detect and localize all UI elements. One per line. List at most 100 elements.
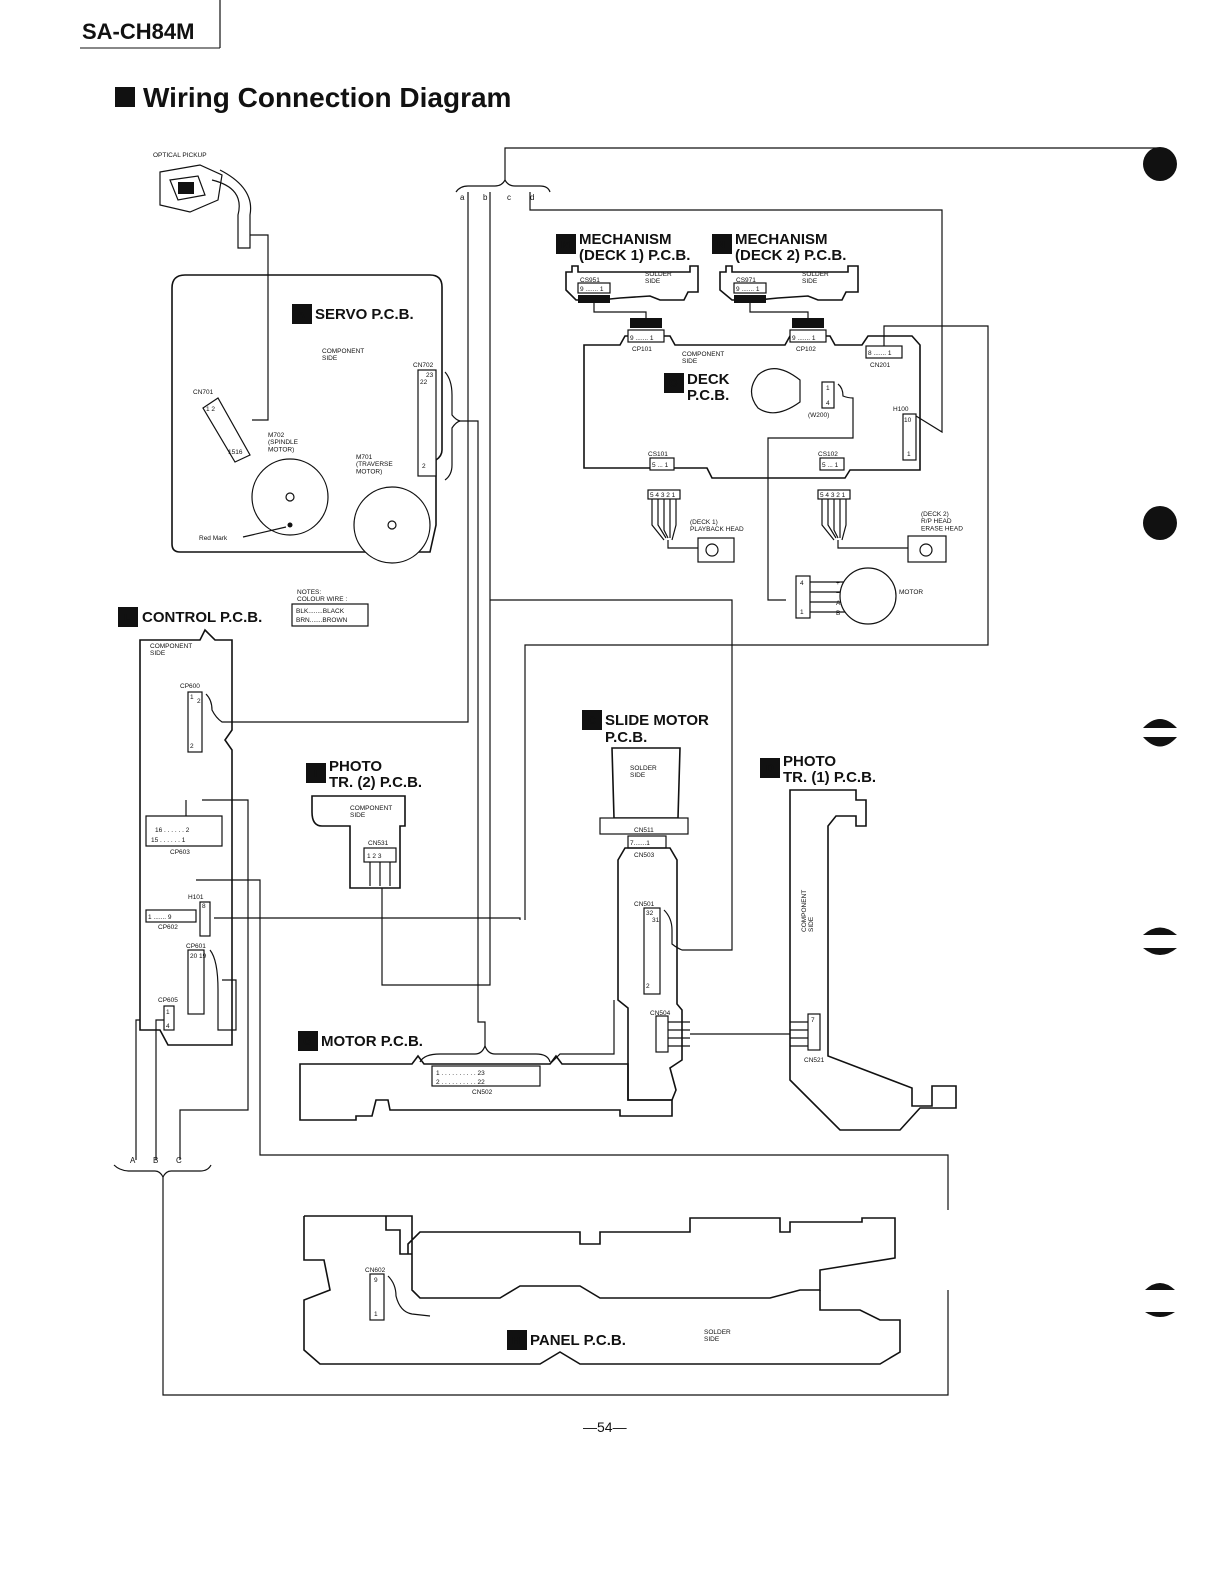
bundle-label-d: d	[530, 193, 534, 202]
deck-cp102	[789, 329, 827, 343]
deck-head2-wires	[821, 499, 847, 541]
deck-cable-mech1	[593, 303, 647, 318]
deck-cn201-pins: 8 ....... 1	[868, 350, 892, 357]
motor-pcb: G MOTOR P.C.B. 1 . . . . . . . . . . 23 …	[298, 600, 673, 1121]
control-cp602	[145, 909, 197, 923]
slide-motor-outline	[617, 847, 683, 1101]
deck-head1-lead	[667, 540, 700, 549]
deck-pcb-name2: P.C.B.	[687, 387, 729, 404]
deck-cn201-label: CN201	[870, 362, 891, 369]
optical-pickup-cable	[250, 234, 269, 421]
deck-motor	[839, 567, 897, 625]
deck-h100	[902, 413, 917, 461]
deck-motor-wire-minus: −	[836, 590, 840, 597]
slide-motor-cn504-leads	[668, 1021, 690, 1047]
mech-deck1-conn	[577, 282, 611, 294]
optical-pickup-flex	[211, 169, 252, 249]
mech-deck2-conn	[733, 282, 767, 294]
deck-cs101-pins: 5 ... 1	[652, 462, 669, 469]
servo-red-mark-arrow	[242, 526, 287, 538]
mech-deck2-conn-body	[734, 295, 766, 303]
deck-pcb-name1: DECK	[687, 371, 730, 388]
deck-w200-pin-bottom: 4	[826, 400, 830, 407]
photo-tr1-side: COMPONENTSIDE	[801, 890, 815, 932]
mech-deck2-conn-pins: 9 ....... 1	[736, 286, 760, 293]
slide-motor-cn511-label: CN511	[634, 827, 654, 834]
slide-motor-top-block	[611, 747, 681, 819]
bundle-brace-top	[455, 178, 551, 193]
deck-motor-wire-a: A	[836, 600, 841, 607]
notes-line-1: BLK........BLACK	[296, 608, 345, 615]
page-header: SA-CH84M Wiring Connection Diagram	[80, 0, 511, 113]
deck-cs102-label: CS102	[818, 451, 838, 458]
photo-tr1-pcb: D PHOTO TR. (1) P.C.B. COMPONENTSIDE 7 C…	[760, 753, 957, 1131]
deck-cs102-pins: 5 ... 1	[822, 462, 839, 469]
control-cp605-pin-top: 1	[166, 1009, 170, 1016]
mech-deck2-pcb: N MECHANISM (DECK 2) P.C.B. CS971 9 ....…	[712, 231, 859, 303]
slide-motor-cn503-label: CN503	[634, 852, 655, 859]
bundle-label-C: C	[176, 1156, 182, 1165]
servo-cn702-pin-top: 23	[426, 372, 434, 379]
control-left-cable	[135, 1019, 140, 1160]
motor-pcb-brace	[419, 1044, 551, 1063]
deck-motor-wire-plus: +	[836, 580, 840, 587]
control-cp600-pin-top: 1	[190, 694, 194, 701]
deck-w200-brace	[767, 383, 854, 601]
deck-cp101-pins: 9 ....... 1	[630, 335, 654, 342]
servo-cn702-cable	[460, 420, 479, 600]
slide-motor-name1: SLIDE MOTOR	[605, 712, 709, 729]
panel-pcb-tag-letter: H	[512, 1335, 520, 1347]
deck-head2-icon	[919, 543, 933, 557]
photo-tr2-cable	[381, 192, 491, 986]
panel-pcb-cn602-pin-top: 9	[374, 1277, 378, 1284]
notes-box	[291, 603, 369, 627]
slide-motor-cn504-label: CN504	[650, 1010, 671, 1017]
bundle-label-c: c	[507, 193, 511, 202]
photo-tr2-name1: PHOTO	[329, 758, 382, 775]
control-cp600-pin-top2: 2	[197, 698, 201, 705]
slide-motor-cn501-pin-bottom: 2	[646, 983, 650, 990]
panel-pcb-name: PANEL P.C.B.	[530, 1332, 626, 1349]
servo-cn702-pin-bottom: 2	[422, 463, 426, 470]
control-cp600-pin-bottom: 2	[190, 743, 194, 750]
deck-w200	[821, 381, 835, 409]
servo-pcb-name: SERVO P.C.B.	[315, 306, 414, 323]
deck-cs101	[649, 457, 675, 471]
deck-pcb-tag-letter: O	[669, 378, 678, 390]
deck-head1-label: (DECK 1)PLAYBACK HEAD	[690, 519, 744, 533]
bundle-brace-bottom	[113, 1164, 212, 1179]
deck-cp101-label: CP101	[632, 346, 652, 353]
optical-pickup-lens	[169, 175, 206, 201]
deck-h100-cable	[529, 192, 943, 434]
deck-head2-plug-pins: 5 4 3 2 1	[820, 492, 846, 499]
control-cp605-pin-bottom: 4	[166, 1023, 170, 1030]
mech-deck2-name1: MECHANISM	[735, 231, 828, 248]
title-bullet-square	[115, 87, 135, 107]
control-h101-cable	[214, 917, 521, 920]
slide-motor-cn511-body	[599, 817, 689, 835]
motor-pcb-cn502-row2: 2 . . . . . . . . . . 22	[436, 1079, 485, 1086]
servo-pcb-tag	[292, 304, 312, 324]
panel-pcb-cn602-pin-bottom: 1	[374, 1311, 378, 1318]
mech-deck2-name2: (DECK 2) P.C.B.	[735, 247, 846, 264]
photo-tr1-name1: PHOTO	[783, 753, 836, 770]
deck-h100-pin-top: 10	[904, 417, 912, 424]
deck-motor-pin-1: 1	[800, 609, 804, 616]
control-cp601	[187, 949, 205, 1015]
panel-pcb-cn602-brace	[387, 1275, 431, 1317]
deck-cp102-plug	[792, 318, 824, 328]
panel-pcb-lower	[303, 1216, 901, 1365]
slide-motor-cn511-pins: 7.......1	[630, 840, 650, 847]
slide-motor-tag	[582, 710, 602, 730]
photo-tr1-name2: TR. (1) P.C.B.	[783, 769, 876, 786]
slide-motor-name2: P.C.B.	[605, 729, 647, 746]
servo-cn701-pins-top: 1 2	[206, 406, 215, 413]
mech-deck1-conn-body	[578, 295, 610, 303]
mech-deck2-conn-label: CS971	[736, 277, 756, 284]
control-cp600-label: CP600	[180, 683, 200, 690]
control-cp603-label: CP603	[170, 849, 190, 856]
